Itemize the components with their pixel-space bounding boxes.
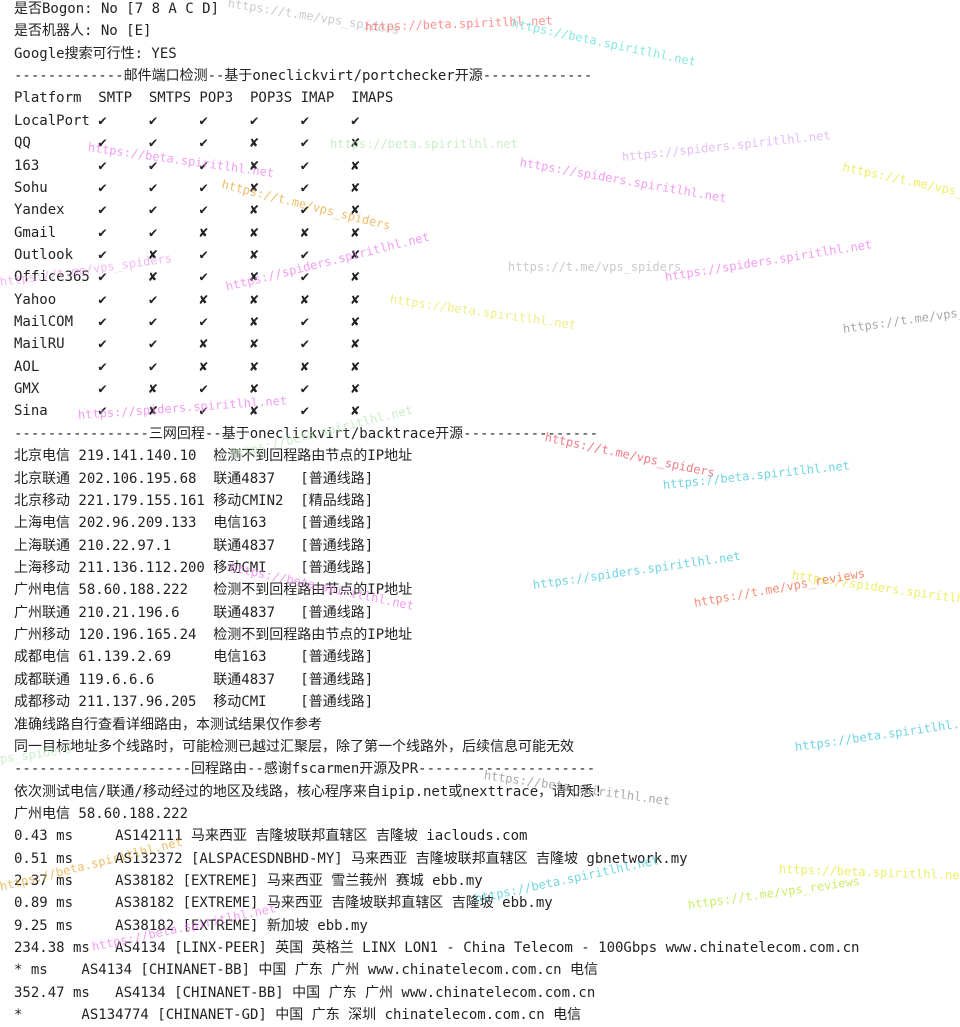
terminal-line: 同一目标地址多个线路时，可能检测已越过汇聚层，除了第一个线路外，后续信息可能无效 — [14, 738, 574, 755]
terminal-line: * AS134774 [CHINANET-GD] 中国 广东 深圳 chinat… — [14, 1007, 582, 1024]
terminal-line: 北京电信 219.141.140.10 检测不到回程路由节点的IP地址 — [14, 448, 413, 465]
terminal-line: 广州电信 58.60.188.222 检测不到回程路由节点的IP地址 — [14, 582, 413, 599]
terminal-line: Office365 ✔ ✘ ✔ ✘ ✔ ✘ — [14, 269, 360, 286]
terminal-line: 2.37 ms AS38182 [EXTREME] 马来西亚 雪兰莪州 赛城 e… — [14, 873, 483, 890]
terminal-line: Google搜索可行性: YES — [14, 45, 177, 62]
terminal-line: LocalPort ✔ ✔ ✔ ✔ ✔ ✔ — [14, 112, 360, 129]
terminal-line: Sina ✔ ✘ ✔ ✘ ✔ ✘ — [14, 403, 360, 420]
terminal-line: 上海电信 202.96.209.133 电信163 [普通线路] — [14, 515, 374, 532]
terminal-line: 0.89 ms AS38182 [EXTREME] 马来西亚 吉隆坡联邦直辖区 … — [14, 895, 553, 912]
terminal-line: ---------------------回程路由--感谢fscarmen开源及… — [14, 761, 596, 778]
terminal-line: 依次测试电信/联通/移动经过的地区及线路，核心程序来自ipip.net或next… — [14, 783, 603, 800]
terminal-line: 234.38 ms AS4134 [LINX-PEER] 英国 英格兰 LINX… — [14, 940, 860, 957]
terminal-line: 北京联通 202.106.195.68 联通4837 [普通线路] — [14, 470, 374, 487]
terminal-line: 上海联通 210.22.97.1 联通4837 [普通线路] — [14, 537, 374, 554]
terminal-line: 0.43 ms AS142111 马来西亚 吉隆坡联邦直辖区 吉隆坡 iaclo… — [14, 828, 528, 845]
terminal-line: 9.25 ms AS38182 [EXTREME] 新加坡 ebb.my — [14, 917, 368, 934]
terminal-line: Platform SMTP SMTPS POP3 POP3S IMAP IMAP… — [14, 90, 394, 107]
terminal-line: Yahoo ✔ ✔ ✘ ✘ ✘ ✘ — [14, 291, 360, 308]
terminal-line: ----------------三网回程--基于oneclickvirt/bac… — [14, 425, 599, 442]
terminal-output: 是否Bogon: No [7 8 A C D] 是否机器人: No [E] Goog… — [14, 0, 960, 1027]
terminal-line: Gmail ✔ ✔ ✘ ✘ ✘ ✘ — [14, 224, 360, 241]
terminal-line: 广州联通 210.21.196.6 联通4837 [普通线路] — [14, 604, 374, 621]
terminal-line: Yandex ✔ ✔ ✔ ✘ ✔ ✘ — [14, 202, 360, 219]
terminal-line: AOL ✔ ✔ ✘ ✘ ✘ ✘ — [14, 358, 360, 375]
terminal-line: 成都电信 61.139.2.69 电信163 [普通线路] — [14, 649, 374, 666]
terminal-line: 0.51 ms AS132372 [ALSPACESDNBHD-MY] 马来西亚… — [14, 850, 688, 867]
terminal-line: 是否Bogon: No [7 8 A C D] — [14, 1, 220, 17]
terminal-line: 北京移动 221.179.155.161 移动CMIN2 [精品线路] — [14, 492, 374, 509]
terminal-line: Outlook ✔ ✘ ✔ ✘ ✔ ✘ — [14, 246, 360, 263]
terminal-line: 成都移动 211.137.96.205 移动CMI [普通线路] — [14, 694, 374, 711]
terminal-line: * ms AS4134 [CHINANET-BB] 中国 广东 广州 www.c… — [14, 962, 599, 979]
terminal-line: 是否机器人: No [E] — [14, 23, 152, 40]
terminal-line: 352.47 ms AS4134 [CHINANET-BB] 中国 广东 广州 … — [14, 984, 596, 1001]
terminal-line: Sohu ✔ ✔ ✔ ✘ ✔ ✘ — [14, 179, 360, 196]
terminal-line: 163 ✔ ✔ ✔ ✘ ✔ ✘ — [14, 157, 360, 174]
terminal-line: GMX ✔ ✘ ✔ ✘ ✔ ✘ — [14, 381, 360, 398]
terminal-line: 上海移动 211.136.112.200 移动CMI [普通线路] — [14, 559, 374, 576]
terminal-line: 准确线路自行查看详细路由，本测试结果仅作参考 — [14, 716, 322, 733]
terminal-line: QQ ✔ ✔ ✔ ✘ ✔ ✘ — [14, 135, 360, 152]
terminal-line: 成都联通 119.6.6.6 联通4837 [普通线路] — [14, 671, 374, 688]
terminal-line: MailRU ✔ ✔ ✘ ✘ ✔ ✘ — [14, 336, 360, 353]
terminal-line: MailCOM ✔ ✔ ✔ ✘ ✔ ✘ — [14, 314, 360, 331]
terminal-line: -------------邮件端口检测--基于oneclickvirt/port… — [14, 68, 593, 85]
terminal-line: 广州电信 58.60.188.222 — [14, 805, 189, 822]
terminal-line: 广州移动 120.196.165.24 检测不到回程路由节点的IP地址 — [14, 627, 413, 644]
